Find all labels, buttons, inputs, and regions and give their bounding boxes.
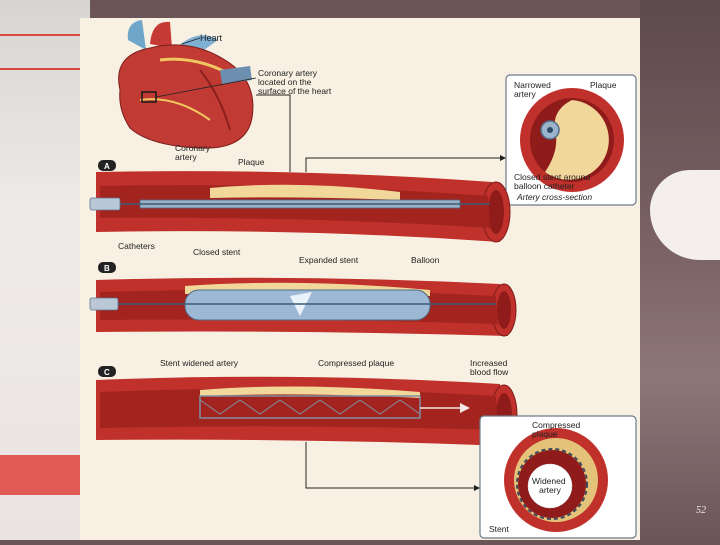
panel-b-artery bbox=[89, 277, 517, 337]
plaque-label: Plaque bbox=[238, 157, 265, 167]
heart-label: Heart bbox=[200, 33, 223, 43]
panel-b-badge: B bbox=[98, 262, 116, 273]
angioplasty-diagram: Heart Coronary artery located on the sur… bbox=[89, 20, 637, 539]
compressed-plaque-bottom-label: Compressed plaque bbox=[532, 420, 583, 439]
artery-cross-section-label: Artery cross-section bbox=[516, 192, 592, 202]
increased-blood-flow-label: Increased blood flow bbox=[470, 358, 510, 377]
coronary-leader-line bbox=[155, 77, 257, 98]
zoom-connector bbox=[256, 94, 291, 172]
background-left-panel bbox=[0, 0, 90, 540]
heart-illustration bbox=[118, 20, 254, 149]
background-red-line bbox=[0, 34, 90, 36]
page-number: 52 bbox=[696, 505, 706, 516]
panel-a-badge: A bbox=[98, 160, 116, 171]
heart-leader-line bbox=[181, 37, 201, 45]
svg-text:C: C bbox=[104, 368, 110, 377]
svg-text:B: B bbox=[104, 264, 110, 273]
panel-c-artery bbox=[96, 376, 518, 446]
stent-widened-artery-label: Stent widened artery bbox=[160, 358, 239, 368]
widened-artery-label: Widened artery bbox=[532, 476, 568, 495]
bottom-cross-section-connector bbox=[305, 442, 474, 489]
stent-label: Stent bbox=[489, 524, 509, 534]
background-right-panel bbox=[640, 0, 720, 540]
catheters-label: Catheters bbox=[118, 241, 155, 251]
balloon-label: Balloon bbox=[411, 255, 440, 265]
closed-stent-around-label: Closed stent around balloon catheter bbox=[514, 172, 592, 191]
cross-section-widened bbox=[479, 415, 637, 539]
panel-a-artery bbox=[89, 171, 511, 243]
closed-stent-label: Closed stent bbox=[193, 247, 241, 257]
background-red-line bbox=[0, 68, 90, 70]
angioplasty-figure: Heart Coronary artery located on the sur… bbox=[80, 18, 640, 540]
coronary-artery-label: Coronary artery bbox=[175, 143, 212, 162]
expanded-stent-label: Expanded stent bbox=[299, 255, 359, 265]
cross-section-connector bbox=[305, 157, 500, 172]
svg-text:A: A bbox=[104, 162, 110, 171]
background-red-band bbox=[0, 455, 90, 495]
narrowed-artery-label: Narrowed artery bbox=[514, 80, 553, 99]
panel-c-badge: C bbox=[98, 366, 116, 377]
cross-section-narrowed bbox=[505, 74, 637, 206]
plaque-top-label: Plaque bbox=[590, 80, 617, 90]
coronary-note: Coronary artery located on the surface o… bbox=[258, 68, 332, 96]
compressed-plaque-label: Compressed plaque bbox=[318, 358, 394, 368]
